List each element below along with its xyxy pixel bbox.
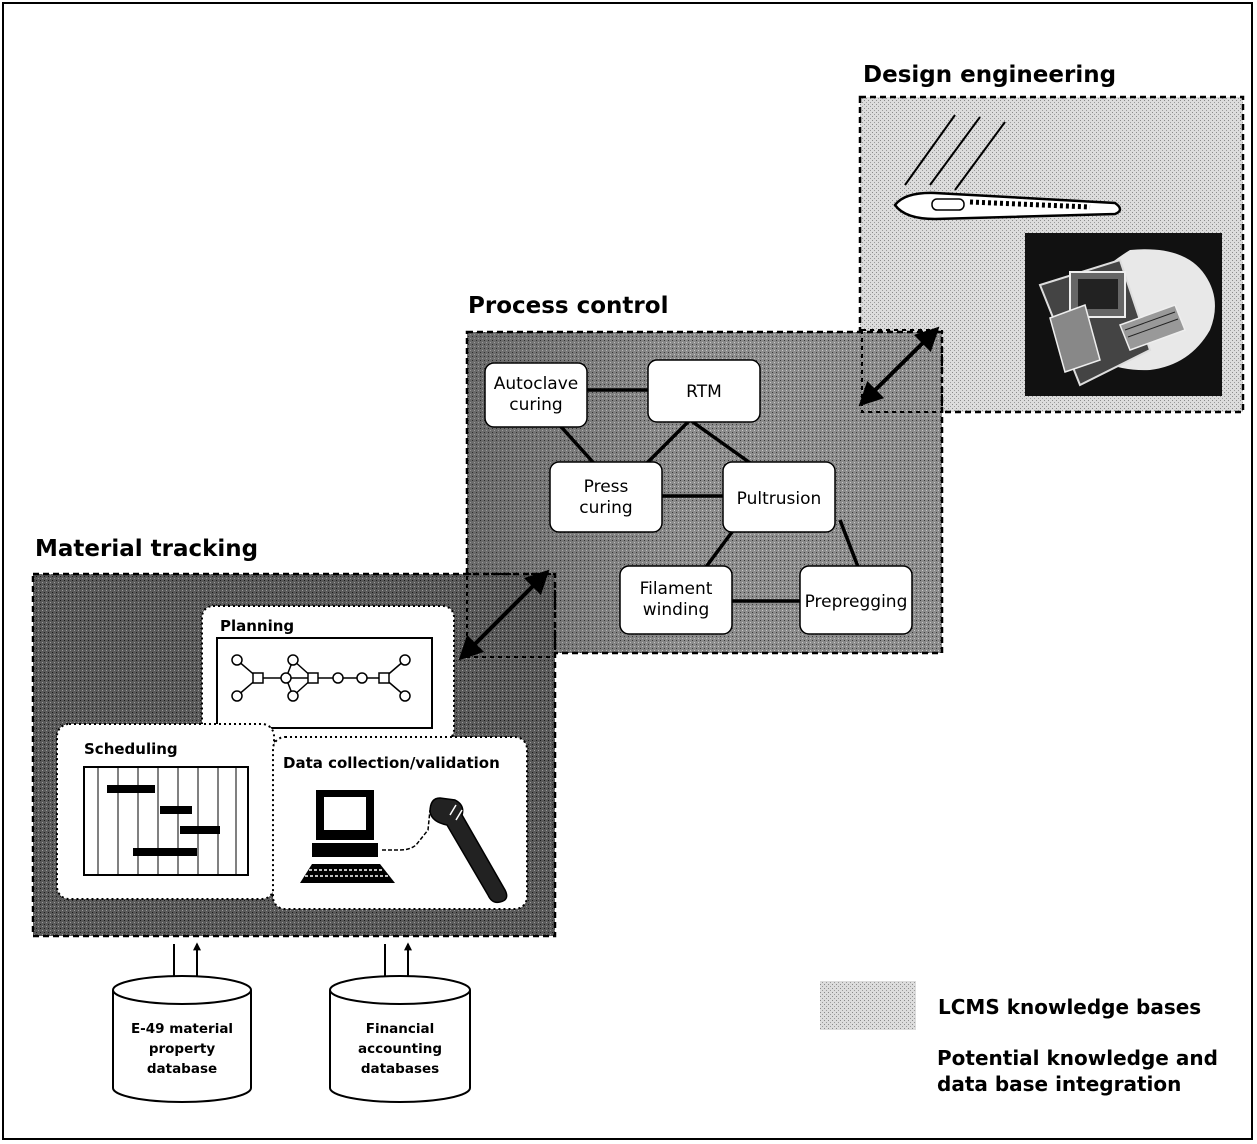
node-autoclave-curing: Autoclave curing bbox=[484, 362, 588, 428]
node-prepregging-label: Prepregging bbox=[805, 592, 908, 612]
database-financial-line1: Financial bbox=[366, 1021, 435, 1037]
panel-data-collection-title: Data collection/validation bbox=[283, 754, 500, 772]
section-title-material: Material tracking bbox=[35, 536, 258, 562]
network-graph-icon bbox=[231, 654, 411, 702]
computer-icon bbox=[300, 790, 395, 883]
panel-data-collection: Data collection/validation bbox=[272, 736, 528, 910]
database-financial: Financial accounting databases bbox=[329, 975, 471, 1103]
database-e49: E-49 material property database bbox=[112, 975, 252, 1103]
barcode-wand-icon bbox=[429, 797, 508, 904]
database-e49-line3: database bbox=[147, 1061, 217, 1077]
database-financial-line2: accounting bbox=[358, 1041, 442, 1057]
node-filament-line2: winding bbox=[643, 600, 709, 620]
node-press-curing: Press curing bbox=[549, 461, 663, 533]
node-pultrusion-label: Pultrusion bbox=[737, 489, 822, 509]
database-financial-line3: databases bbox=[361, 1061, 439, 1077]
overlap-zone-design-process bbox=[861, 329, 943, 413]
node-press-line2: curing bbox=[579, 498, 632, 518]
node-autoclave-line2: curing bbox=[509, 395, 562, 415]
legend-integration-line1: Potential knowledge and bbox=[937, 1046, 1218, 1070]
scanner-cable bbox=[382, 809, 431, 851]
node-prepregging: Prepregging bbox=[799, 565, 913, 635]
legend-lcms-label: LCMS knowledge bases bbox=[938, 995, 1201, 1019]
node-pultrusion: Pultrusion bbox=[722, 461, 836, 533]
node-autoclave-line1: Autoclave bbox=[494, 374, 578, 394]
section-title-design: Design engineering bbox=[863, 62, 1116, 88]
panel-scheduling: Scheduling bbox=[56, 723, 275, 900]
gantt-bars bbox=[107, 785, 220, 856]
overlap-zone-process-material bbox=[466, 573, 556, 658]
node-filament-winding: Filament winding bbox=[619, 565, 733, 635]
wing-icon bbox=[893, 114, 1122, 221]
panel-planning-title: Planning bbox=[220, 617, 294, 635]
node-press-line1: Press bbox=[584, 477, 629, 497]
arrow-design-process bbox=[858, 326, 940, 407]
arrow-process-material bbox=[458, 569, 550, 661]
node-rtm-label: RTM bbox=[686, 382, 722, 402]
legend-swatch-lcms bbox=[820, 981, 916, 1030]
gantt-chart-icon bbox=[97, 767, 237, 875]
node-rtm: RTM bbox=[647, 359, 761, 423]
database-e49-line2: property bbox=[149, 1041, 216, 1057]
panel-scheduling-title: Scheduling bbox=[84, 740, 178, 758]
panel-planning: Planning bbox=[201, 605, 455, 742]
node-filament-line1: Filament bbox=[640, 579, 713, 599]
workstation-icon bbox=[1025, 233, 1222, 396]
section-title-process: Process control bbox=[468, 293, 668, 319]
legend-integration-line2: data base integration bbox=[937, 1072, 1181, 1096]
database-e49-line1: E-49 material bbox=[131, 1021, 233, 1037]
